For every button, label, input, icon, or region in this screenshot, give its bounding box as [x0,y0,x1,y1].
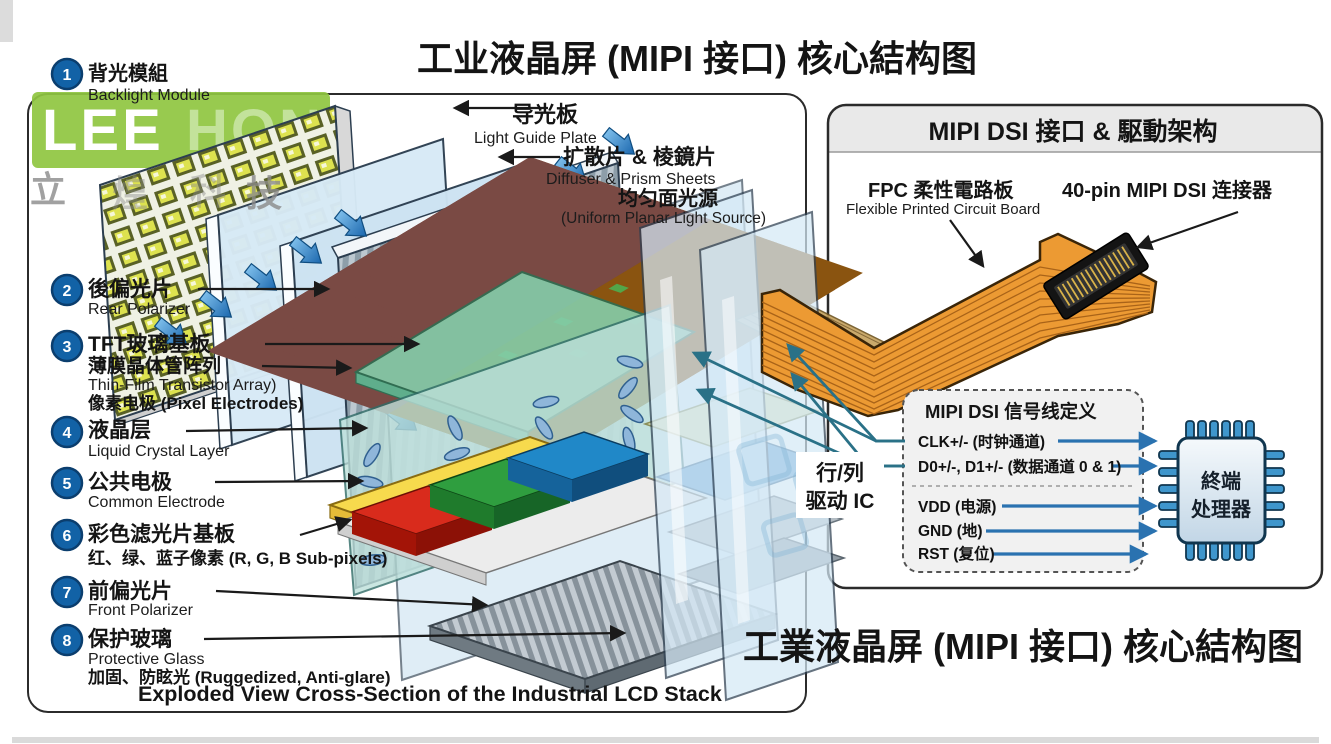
watermark-char-3: 科 [190,171,226,212]
page-corner-artifact [0,0,13,42]
layer-7-en: Front Polarizer [88,602,194,619]
badge-1: 1 [63,67,72,84]
signal-gnd: GND (地) [918,521,983,540]
watermark-char-1: 立 [30,169,66,210]
layer-3-en: Thin-Film Transistor Array) [88,377,276,394]
badge-7: 7 [63,585,72,602]
layer-7-zh: 前偏光片 [88,579,172,603]
layer-8-zh: 保护玻璃 [87,627,172,651]
signal-clk: CLK+/- (时钟通道) [918,432,1045,451]
watermark-char-2: 煌 [112,173,148,214]
signal-box-title: MIPI DSI 信号线定义 [925,401,1097,422]
layer-labels: 背光模組 Backlight Module 後偏光片 Rear Polarize… [87,61,391,687]
layer-4-en: Liquid Crystal Layer [88,443,230,460]
diffuser-label-zh: 扩散片 & 棱鏡片 [563,145,716,169]
layer-6-zh2: 红、绿、蓝子像素 (R, G, B Sub-pixels) [88,548,387,568]
fpc-label-zh: FPC 柔性電路板 [868,178,1015,202]
diffuser-label-en: Diffuser & Prism Sheets [546,171,716,188]
driver-ic-label-line1: 行/列 [815,461,864,485]
layer-3-zh: TFT玻璃基板 [88,332,211,356]
watermark-cn-text: 立 煌 科 技 [30,169,282,214]
badge-3: 3 [63,339,72,356]
light-guide-label-en: Light Guide Plate [474,130,597,147]
badge-8: 8 [63,633,72,650]
processor-chip-icon: 終端 处理器 [1158,420,1285,561]
light-guide-label-zh: 导光板 [512,102,579,127]
signal-definition-box [902,389,1144,573]
badge-2: 2 [63,283,72,300]
driver-ic-label-line2: 驱动 IC [806,490,875,513]
layer-2-en: Rear Polarizer [88,301,191,318]
layer-badges: 1 2 3 4 5 6 7 8 [50,57,84,657]
layer-5-zh: 公共电极 [88,471,173,494]
badge-6: 6 [63,528,72,545]
layer-list: 1 2 3 4 5 6 7 8 背光模組 Backlight Module 後偏… [50,57,391,687]
connector-label: 40-pin MIPI DSI 连接器 [1062,178,1273,202]
layer-1-zh: 背光模組 [88,61,168,85]
uniform-label-zh: 均匀面光源 [618,186,718,210]
page-bottom-strip [12,737,1319,743]
signal-vdd: VDD (电源) [918,497,996,516]
layer-8-zh2: 加固、防眩光 (Ruggedized, Anti-glare) [87,667,391,687]
signal-arrows [986,431,1158,564]
signal-rst: RST (复位) [918,544,995,563]
layer-8-en: Protective Glass [88,651,204,668]
blue-subpixel [505,431,651,502]
layer-4-zh: 液晶层 [88,418,151,442]
layer-2-zh: 後偏光片 [88,277,172,301]
chip-label-line2: 处理器 [1190,497,1252,521]
signal-data: D0+/-, D1+/- (数据通道 0 & 1) [918,457,1121,476]
right-panel-header-band [828,105,1322,152]
label-arrows [185,99,1239,642]
exploded-view-caption: Exploded View Cross-Section of the Indus… [138,682,722,706]
top-labels: 导光板 Light Guide Plate 扩散片 & 棱鏡片 Diffuser… [474,102,766,227]
driver-ic-label-bg [796,452,884,518]
right-panel-title: MIPI DSI 接口 & 駆動架构 [929,118,1218,146]
protective-glass-graphic [638,188,844,702]
logo-text-lee: LEE [42,98,164,163]
driver-ic-label: 行/列 驱动 IC [796,452,884,518]
badge-4: 4 [63,425,72,442]
layer-3-zh2: 薄膜晶体管阵列 [88,354,221,377]
bottom-title: 工業液晶屏 (MIPI 接口) 核心結构图 [743,626,1303,667]
layer-6-zh: 彩色滤光片基板 [87,522,236,546]
badge-5: 5 [63,476,72,493]
chip-body [1176,436,1267,545]
layer-5-en: Common Electrode [88,494,225,511]
fpc-label-en: Flexible Printed Circuit Board [846,201,1040,218]
watermark-char-4: 技 [246,173,282,214]
uniform-label-en: (Uniform Planar Light Source) [561,210,766,227]
page-title: 工业液晶屏 (MIPI 接口) 核心結构图 [417,38,977,79]
layer-3-zh3: 像素电极 (Pixel Electrodes) [88,393,303,413]
right-panel-texts: MIPI DSI 接口 & 駆動架构 FPC 柔性電路板 Flexible Pr… [846,118,1273,563]
chip-label-line1: 終端 [1201,469,1241,493]
layer-1-en: Backlight Module [88,87,210,104]
mipi-connector-icon [1043,232,1149,320]
chip-pins [1158,420,1285,561]
